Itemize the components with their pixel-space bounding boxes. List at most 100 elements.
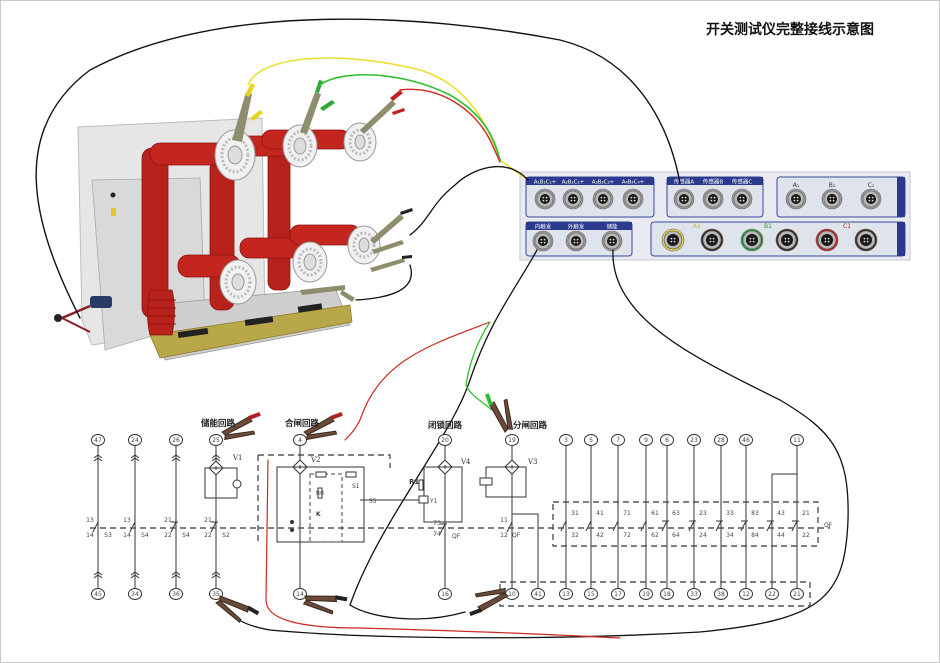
bottom-terminal-number: 21 bbox=[793, 591, 801, 598]
operating-handle bbox=[54, 296, 112, 333]
bottom-terminal-number: 22 bbox=[768, 591, 776, 598]
closing-circuit-loop bbox=[276, 466, 365, 543]
phase-group-side bbox=[897, 177, 905, 217]
phase-port-connector bbox=[785, 188, 807, 210]
switch-contact bbox=[129, 521, 136, 533]
control-circuit-schematic bbox=[90, 393, 830, 624]
qf-contact-number: 64 bbox=[672, 532, 680, 539]
connector-pin bbox=[543, 241, 546, 244]
bottom-terminal-number: 35 bbox=[212, 591, 220, 598]
connector-pin bbox=[863, 237, 866, 240]
connector-pin bbox=[573, 238, 576, 241]
connector-pin bbox=[749, 240, 752, 243]
connector-pin bbox=[749, 237, 752, 240]
connector-socket bbox=[708, 194, 718, 204]
top-terminal bbox=[687, 434, 701, 446]
fracture-group-header bbox=[526, 177, 654, 185]
qf-contact-number: 33 bbox=[726, 510, 734, 517]
qf-aux-contact bbox=[585, 520, 592, 532]
top-terminal-number: 47 bbox=[94, 437, 102, 444]
top-terminal bbox=[611, 434, 625, 446]
qf-interlock-label: QF bbox=[452, 533, 461, 540]
top-terminal-number: 9 bbox=[644, 437, 648, 444]
connector-socket bbox=[598, 194, 608, 204]
bottom-clip-opening bbox=[469, 587, 509, 617]
top-terminal bbox=[790, 434, 804, 446]
connector-pin bbox=[684, 199, 687, 202]
closing-coil-icon bbox=[345, 471, 357, 478]
connector-pin bbox=[576, 238, 579, 241]
warning-label bbox=[111, 208, 116, 216]
connector-pin bbox=[600, 199, 603, 202]
qf-aux-contact bbox=[612, 520, 619, 532]
switch-name: S2 bbox=[222, 532, 230, 539]
opening-circuit-label: 分闸回路 bbox=[513, 420, 548, 431]
bottom-terminal bbox=[611, 588, 625, 600]
connector-pin bbox=[673, 240, 676, 243]
connector-pin bbox=[713, 199, 716, 202]
contact-number: 73 bbox=[433, 520, 441, 527]
bottom-terminal bbox=[687, 588, 701, 600]
connector-socket bbox=[667, 234, 679, 246]
switch-terminal-number: 14 bbox=[123, 532, 131, 539]
connector-pin bbox=[752, 237, 755, 240]
connector-pin bbox=[545, 196, 548, 199]
terminal-dot bbox=[290, 520, 294, 524]
connector-socket bbox=[679, 194, 689, 204]
y1-coil-icon bbox=[418, 495, 429, 504]
connector-pin bbox=[603, 196, 606, 199]
connector-pin bbox=[787, 240, 790, 243]
top-terminal bbox=[128, 434, 142, 446]
qf-aux-contact bbox=[640, 520, 647, 532]
qf-aux-contact bbox=[715, 520, 722, 532]
top-terminal bbox=[505, 434, 519, 446]
s5-label: S5 bbox=[369, 498, 377, 505]
switch-terminal-number: 22 bbox=[204, 532, 212, 539]
v4-label: V4 bbox=[460, 458, 471, 466]
switch-terminal-number: 13 bbox=[86, 517, 94, 524]
switch-terminal-number: 13 bbox=[123, 517, 131, 524]
connector-pin bbox=[573, 241, 576, 244]
connector-pin bbox=[612, 238, 615, 241]
black-wire-sensor bbox=[35, 18, 681, 319]
coil-port-connector bbox=[815, 228, 839, 252]
connector-pin bbox=[684, 196, 687, 199]
black-wire-storage bbox=[224, 249, 849, 639]
red-wire-top bbox=[399, 88, 501, 163]
connector-pin bbox=[633, 199, 636, 202]
qf-contact-number: 42 bbox=[596, 532, 604, 539]
opening-coil-icon bbox=[479, 477, 493, 486]
bottom-terminal-number: 17 bbox=[614, 591, 622, 598]
bottom-terminal bbox=[559, 588, 573, 600]
qf-aux-contact bbox=[791, 520, 798, 532]
bottom-terminal bbox=[790, 588, 804, 600]
bottom-terminal-number: 14 bbox=[296, 591, 304, 598]
connector-pin bbox=[609, 241, 612, 244]
connector-pin bbox=[832, 196, 835, 199]
switch-terminal-number: 21 bbox=[164, 517, 172, 524]
qf-contact-number: 62 bbox=[651, 532, 659, 539]
qf-dashed-box bbox=[552, 501, 819, 547]
connector-pin bbox=[670, 240, 673, 243]
connector-pin bbox=[673, 237, 676, 240]
v3-label: V3 bbox=[527, 458, 538, 466]
connector-pin bbox=[630, 196, 633, 199]
top-clip-opening bbox=[484, 393, 514, 433]
insulator-ribs bbox=[148, 299, 176, 325]
qf-contact-number: 83 bbox=[751, 510, 759, 517]
black-wire-lower-clips bbox=[355, 264, 412, 301]
closing-circuit-label: 合闸回路 bbox=[284, 418, 320, 429]
top-terminal-number: 20 bbox=[441, 437, 449, 444]
bottom-terminal bbox=[293, 588, 307, 600]
connector-pin bbox=[612, 241, 615, 244]
port-label: C₁ bbox=[868, 182, 875, 189]
clip-jaw bbox=[304, 595, 338, 603]
bottom-terminal bbox=[714, 588, 728, 600]
interlock-circuit-label: 闭锁回路 bbox=[428, 420, 463, 431]
connector-pin bbox=[827, 240, 830, 243]
bottom-terminal-number: 19 bbox=[642, 591, 650, 598]
port-label: 储能 bbox=[606, 223, 618, 231]
red-clip bbox=[360, 90, 405, 134]
fracture-port-connector bbox=[562, 188, 584, 210]
switch-name: S4 bbox=[141, 532, 149, 539]
